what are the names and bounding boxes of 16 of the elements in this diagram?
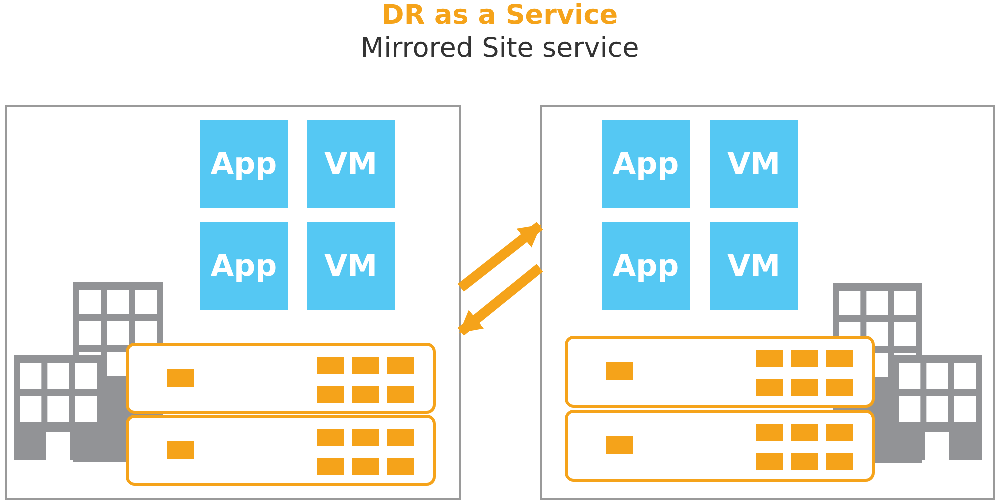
app-tile: VM [710, 222, 798, 310]
subtitle: Mirrored Site service [360, 33, 640, 64]
app-tile: App [602, 120, 690, 208]
app-tile: App [200, 222, 288, 310]
title: DR as a Service [382, 0, 618, 31]
server-unit [126, 343, 436, 414]
app-tile: VM [710, 120, 798, 208]
server-unit [126, 415, 436, 486]
site-box [540, 105, 995, 500]
site-box [5, 105, 461, 500]
app-tile: App [602, 222, 690, 310]
server-unit [565, 410, 875, 482]
app-tile: VM [307, 222, 395, 310]
server-unit [565, 336, 875, 408]
app-tile: VM [307, 120, 395, 208]
app-tile: App [200, 120, 288, 208]
